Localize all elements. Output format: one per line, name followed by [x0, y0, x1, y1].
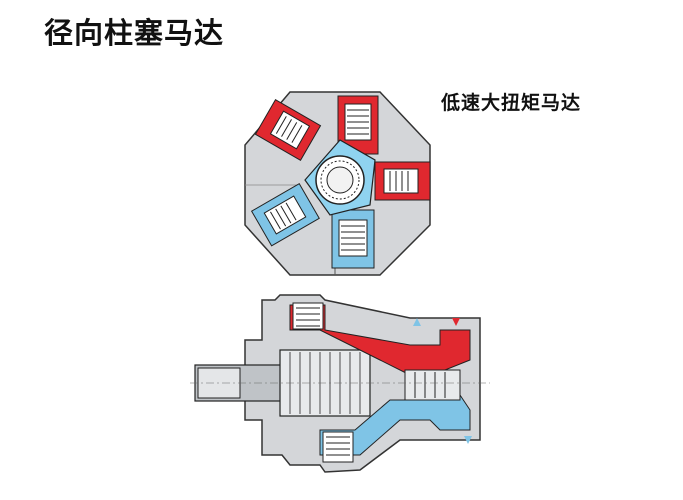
return-cylinder-bottom	[331, 209, 375, 269]
diagram-subtitle: 低速大扭矩马达	[441, 92, 582, 114]
pressure-cylinder-left	[254, 98, 322, 162]
pressure-piston-top	[292, 302, 324, 330]
return-channel	[319, 394, 471, 456]
return-port-arrow	[413, 318, 421, 326]
page-title: 径向柱塞马达	[44, 16, 225, 50]
pressure-channel	[289, 304, 471, 381]
distributor-valve	[404, 369, 461, 401]
radial-cross-section	[244, 91, 431, 276]
pressure-cylinder-right	[374, 161, 431, 201]
return-cylinder-left	[250, 182, 320, 247]
axial-cross-section	[190, 294, 490, 473]
drain-port-arrow	[464, 436, 472, 444]
pressure-port-arrow	[452, 318, 460, 326]
